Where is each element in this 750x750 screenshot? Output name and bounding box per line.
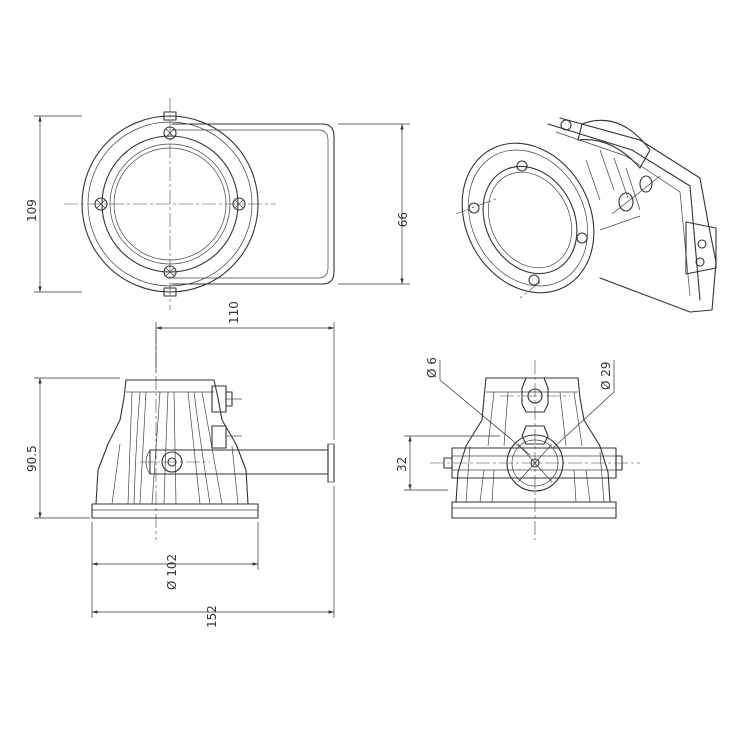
front-view: Ø 6 Ø 29 32 bbox=[395, 357, 640, 540]
screw-left bbox=[94, 197, 108, 211]
dim-110: 110 bbox=[227, 301, 241, 324]
dim-32: 32 bbox=[395, 457, 409, 472]
screw-top bbox=[163, 126, 177, 140]
dim-diameter-29: Ø 29 bbox=[599, 361, 613, 390]
screw-right bbox=[232, 197, 246, 211]
dim-diameter-102: Ø 102 bbox=[165, 554, 179, 590]
screw-bottom bbox=[163, 265, 177, 279]
isometric-view bbox=[455, 117, 717, 313]
side-view: 110 90.5 Ø 102 152 bbox=[25, 301, 335, 628]
dim-152: 152 bbox=[205, 605, 219, 628]
dim-109: 109 bbox=[25, 199, 39, 222]
dim-99: 99 bbox=[395, 212, 409, 227]
dim-diameter-6: Ø 6 bbox=[425, 357, 439, 378]
top-view: 109 99 bbox=[25, 98, 410, 310]
dim-90-5: 90.5 bbox=[25, 445, 39, 472]
